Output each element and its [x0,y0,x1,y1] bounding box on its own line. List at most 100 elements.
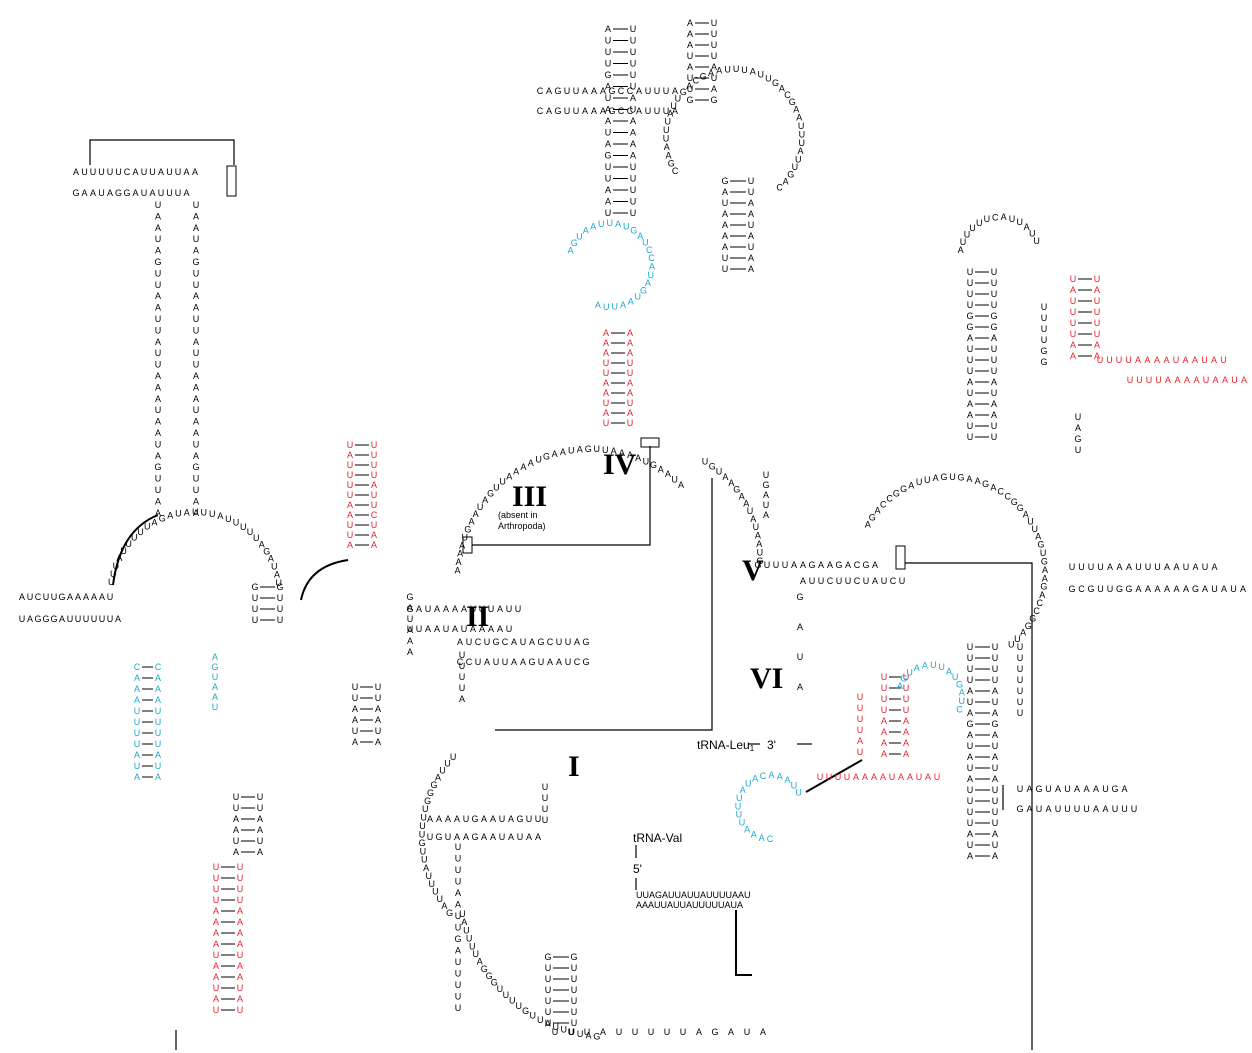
nucleotide: U [857,747,864,757]
nucleotide: U [1097,355,1104,365]
nucleotide: U [455,854,462,864]
nucleotide: A [1212,375,1218,385]
nucleotide: U [863,576,870,586]
nucleotide: U [120,546,127,556]
nucleotide: U [1094,318,1101,328]
nucleotide: C [537,86,544,96]
nucleotide: G [486,971,493,981]
domain-label-ii: II [466,600,489,633]
nucleotide: A [630,139,636,149]
nucleotide: A [1211,355,1217,365]
nucleotide: U [212,702,219,712]
nucleotide: U [193,348,200,358]
nucleotide: A [213,906,219,916]
nucleotide: U [630,82,637,92]
nucleotide: U [1027,517,1034,527]
nucleotide: U [991,421,998,431]
trna-leu-label: tRNA-Leu1 [697,738,755,753]
nucleotide: G [50,614,57,624]
nucleotide: G [1037,540,1044,550]
nucleotide: G [582,657,589,667]
nucleotide: A [777,772,783,782]
nucleotide: G [1087,584,1094,594]
nucleotide: A [763,490,769,500]
nucleotide: U [992,818,999,828]
nucleotide: U [131,533,138,543]
nucleotide: U [605,128,612,138]
nucleotide: A [748,209,754,219]
nucleotide: U [835,772,842,782]
nucleotide: G [276,582,283,592]
nucleotide: U [493,483,500,493]
nucleotide: C [537,106,544,116]
nucleotide: U [1078,562,1085,572]
nucleotide: A [454,814,460,824]
nucleotide: A [183,167,189,177]
nucleotide: G [700,71,707,81]
nucleotide: A [914,663,920,673]
nucleotide: U [155,268,162,278]
nucleotide: U [506,624,513,634]
nucleotide: A [75,592,81,602]
nucleotide: U [233,518,240,528]
nucleotide: U [347,520,354,530]
nucleotide: U [630,197,637,207]
nucleotide: G [966,311,973,321]
nucleotide: U [419,829,426,839]
nucleotide: U [967,366,974,376]
nucleotide: A [155,750,161,760]
nucleotide: U [107,614,114,624]
nucleotide: G [1017,503,1024,513]
nucleotide: A [1026,784,1032,794]
nucleotide: A [134,695,140,705]
nucleotide: A [484,657,490,667]
nucleotide: U [193,325,200,335]
connector-lines [89,139,1033,1050]
nucleotide: A [743,499,749,509]
nucleotide: U [493,657,500,667]
nucleotide: C [827,576,834,586]
nucleotide: U [213,873,220,883]
nucleotide: G [471,832,478,842]
nucleotide: G [990,311,997,321]
nucleotide: A [636,86,642,96]
nucleotide: U [556,637,563,647]
nucleotide: U [576,231,583,241]
nucleotide: A [193,371,199,381]
nucleotide: U [903,683,910,693]
nucleotide: U [1075,445,1082,455]
nucleotide: G [640,285,647,295]
nucleotide: A [1126,562,1132,572]
nucleotide: U [237,895,244,905]
nucleotide: U [90,167,97,177]
nucleotide: U [552,1027,559,1037]
nucleotide: G [406,592,413,602]
nucleotide: A [967,829,973,839]
nucleotide: U [155,280,162,290]
nucleotide: A [582,106,588,116]
nucleotide: G [686,95,693,105]
nucleotide: U [83,614,90,624]
nucleotide: A [371,530,377,540]
nucleotide: A [155,428,161,438]
nucleotide: A [155,211,161,221]
nucleotide: U [809,576,816,586]
nucleotide: U [155,405,162,415]
nucleotide: U [571,974,578,984]
nucleotide: U [1070,318,1077,328]
nucleotide: U [459,650,466,660]
nucleotide: U [1135,562,1142,572]
nucleotide: A [797,146,803,156]
nucleotide: U [630,162,637,172]
nucleotide: A [151,517,157,527]
nucleotide: A [520,657,526,667]
nucleotide: U [421,855,428,865]
nucleotide: C [956,704,963,714]
nucleotide: A [603,328,609,338]
trna-val-seq-bottom: AAAUUAUUAUUUUUAUA [636,900,743,910]
nucleotide: A [1023,510,1029,520]
nucleotide: U [209,509,216,519]
nucleotide: A [992,851,998,861]
nucleotide: A [423,863,429,873]
nucleotide: A [1116,562,1122,572]
